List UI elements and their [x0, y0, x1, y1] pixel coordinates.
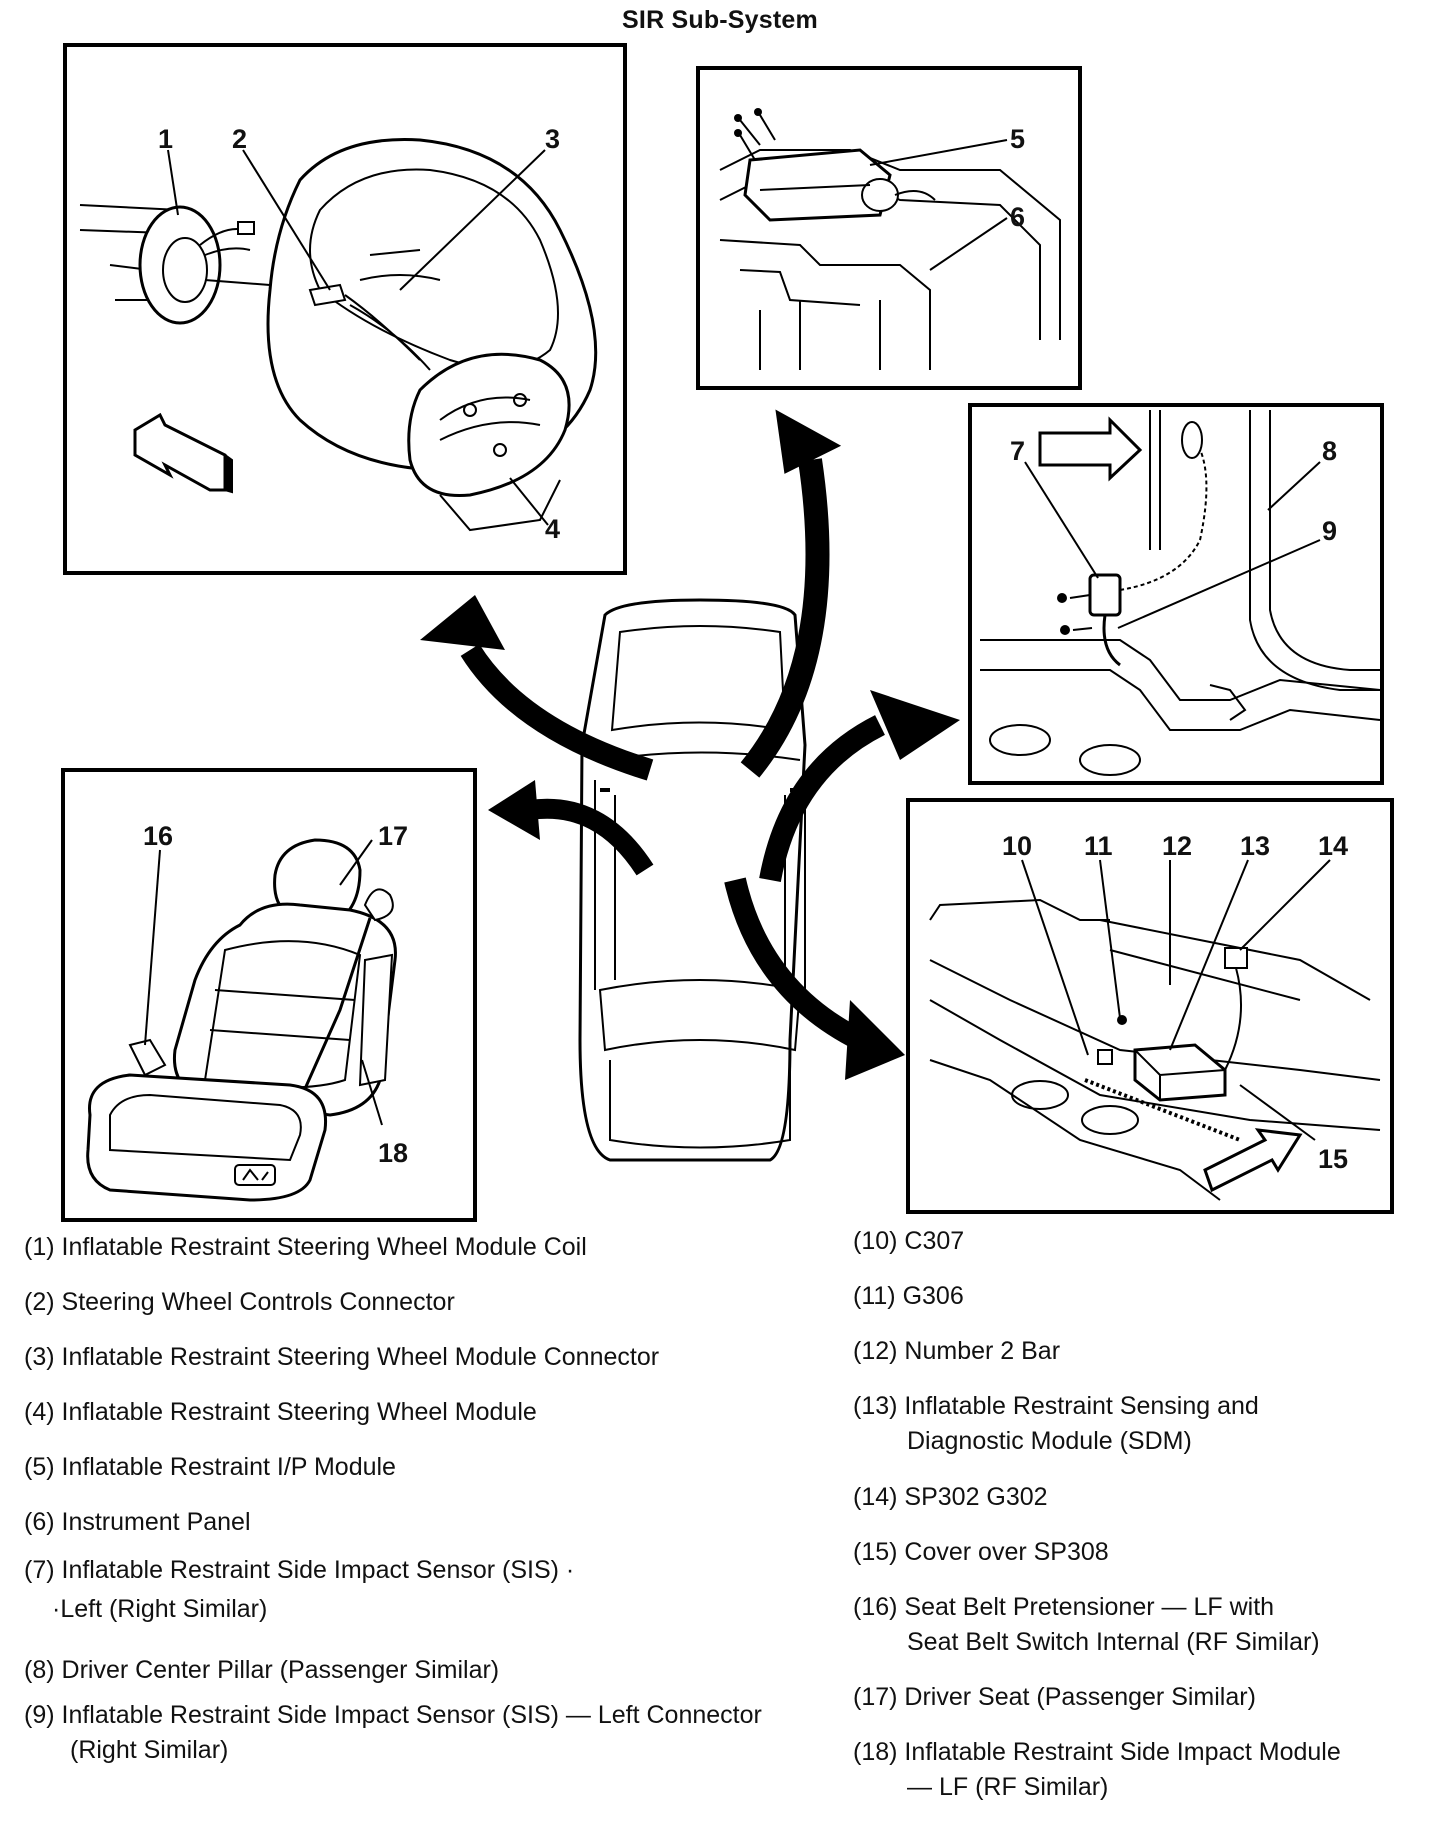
- callout-2: 2: [232, 124, 247, 154]
- legend-text: Instrument Panel: [61, 1508, 251, 1536]
- legend-number: (13): [853, 1392, 898, 1420]
- legend-item-3: (3) Inflatable Restraint Steering Wheel …: [24, 1340, 659, 1375]
- sdm-drawing: [1084, 947, 1248, 1142]
- legend-number: (16): [853, 1593, 898, 1621]
- panel-instrument-panel: 5 6: [696, 66, 1082, 390]
- legend-text: Inflatable Restraint Steering Wheel Modu…: [61, 1398, 537, 1426]
- callout-11: 11: [1084, 831, 1113, 861]
- callout-10: 10: [1002, 831, 1032, 861]
- vehicle-outline: [578, 598, 807, 1162]
- front-direction-arrow: [1038, 416, 1143, 482]
- panel-steering-wheel: 1 2 3 4: [63, 43, 627, 575]
- legend-item-10: (10) C307: [853, 1224, 964, 1259]
- diagram-title: SIR Sub-System: [622, 6, 818, 34]
- callout-13: 13: [1240, 831, 1270, 861]
- legend-item-4: (4) Inflatable Restraint Steering Wheel …: [24, 1395, 537, 1430]
- legend-item-15: (15) Cover over SP308: [853, 1535, 1109, 1570]
- legend-item-13: (13) Inflatable Restraint Sensing and Di…: [853, 1389, 1259, 1459]
- callout-6: 6: [1010, 202, 1025, 232]
- legend-text: G306: [902, 1282, 964, 1310]
- legend-text: Driver Seat (Passenger Similar): [904, 1683, 1256, 1711]
- callout-12: 12: [1162, 831, 1192, 861]
- legend-text: Inflatable Restraint Side Impact Sensor …: [61, 1556, 575, 1584]
- callout-17: 17: [378, 821, 408, 851]
- legend-item-16: (16) Seat Belt Pretensioner — LF with Se…: [853, 1590, 1320, 1660]
- panel-sdm-floor: 10 11 12 13 14 15: [906, 798, 1394, 1214]
- legend-number: (9): [24, 1701, 55, 1729]
- legend-number: (4): [24, 1398, 55, 1426]
- legend-number: (17): [853, 1683, 898, 1711]
- callout-16: 16: [143, 821, 173, 851]
- callout-9: 9: [1322, 516, 1337, 546]
- legend-item-9: (9) Inflatable Restraint Side Impact Sen…: [24, 1698, 762, 1768]
- legend-text: Inflatable Restraint Steering Wheel Modu…: [61, 1343, 660, 1371]
- legend-number: (5): [24, 1453, 55, 1481]
- callout-5: 5: [1010, 124, 1025, 154]
- callout-4: 4: [545, 514, 560, 544]
- legend-text: Inflatable Restraint Side Impact Sensor …: [61, 1701, 762, 1729]
- legend-item-18: (18) Inflatable Restraint Side Impact Mo…: [853, 1735, 1341, 1805]
- legend-number: (2): [24, 1288, 55, 1316]
- legend-text: Inflatable Restraint Side Impact Module: [904, 1738, 1341, 1766]
- legend-item-7: (7) Inflatable Restraint Side Impact Sen…: [24, 1553, 574, 1627]
- legend-text: Driver Center Pillar (Passenger Similar): [61, 1656, 500, 1684]
- driver-seat-drawing: [86, 838, 397, 1202]
- legend-item-1: (1) Inflatable Restraint Steering Wheel …: [24, 1230, 587, 1265]
- legend-number: (1): [24, 1233, 55, 1261]
- legend-item-14: (14) SP302 G302: [853, 1480, 1048, 1515]
- legend-text-continued: — LF (RF Similar): [907, 1773, 1109, 1801]
- legend-number: (11): [853, 1282, 896, 1310]
- callout-15: 15: [1318, 1144, 1348, 1174]
- legend-number: (3): [24, 1343, 55, 1371]
- legend-text: SP302 G302: [904, 1483, 1048, 1511]
- legend-number: (18): [853, 1738, 898, 1766]
- legend-text: Steering Wheel Controls Connector: [61, 1288, 455, 1316]
- legend-text: Number 2 Bar: [904, 1337, 1061, 1365]
- callout-18: 18: [378, 1138, 408, 1168]
- legend-text-continued: Seat Belt Switch Internal (RF Similar): [907, 1628, 1320, 1656]
- legend-item-11: (11) G306: [853, 1279, 964, 1314]
- front-direction-arrow: [1203, 1128, 1303, 1193]
- legend-text: C307: [904, 1227, 965, 1255]
- legend-number: (8): [24, 1656, 55, 1684]
- legend-number: (15): [853, 1538, 898, 1566]
- legend-number: (14): [853, 1483, 898, 1511]
- side-impact-sensor-drawing: [1088, 421, 1208, 667]
- legend-text-continued: (Right Similar): [70, 1736, 229, 1764]
- legend-item-17: (17) Driver Seat (Passenger Similar): [853, 1680, 1256, 1715]
- legend-number: (6): [24, 1508, 55, 1536]
- legend-text: Inflatable Restraint Sensing and: [904, 1392, 1259, 1420]
- legend-text: Seat Belt Pretensioner — LF with: [904, 1593, 1275, 1621]
- front-direction-arrow: [133, 412, 227, 492]
- callout-8: 8: [1322, 436, 1337, 466]
- legend-number: (10): [853, 1227, 898, 1255]
- legend-text: Inflatable Restraint Steering Wheel Modu…: [61, 1233, 587, 1261]
- callout-7: 7: [1010, 436, 1025, 466]
- steering-wheel-drawing: [266, 138, 598, 532]
- legend-item-8: (8) Driver Center Pillar (Passenger Simi…: [24, 1653, 499, 1688]
- legend-number: (12): [853, 1337, 898, 1365]
- panel-center-pillar: 7 8 9: [968, 403, 1384, 785]
- module-coil-drawing: [138, 205, 271, 325]
- legend-text: Cover over SP308: [904, 1538, 1109, 1566]
- legend-text: Inflatable Restraint I/P Module: [61, 1453, 396, 1481]
- callout-3: 3: [545, 124, 560, 154]
- panel-seat: 16 17 18: [61, 768, 477, 1222]
- legend-number: (7): [24, 1556, 55, 1584]
- legend-text-continued: Diagnostic Module (SDM): [907, 1427, 1192, 1455]
- legend-item-6: (6) Instrument Panel: [24, 1505, 251, 1540]
- pointer-arrows: [420, 409, 960, 1080]
- legend-item-5: (5) Inflatable Restraint I/P Module: [24, 1450, 396, 1485]
- ip-module-drawing: [743, 148, 936, 222]
- legend-item-12: (12) Number 2 Bar: [853, 1334, 1060, 1369]
- callout-14: 14: [1318, 831, 1348, 861]
- legend-text-continued: ·Left (Right Similar): [52, 1595, 268, 1623]
- legend-item-2: (2) Steering Wheel Controls Connector: [24, 1285, 455, 1320]
- callout-1: 1: [158, 124, 173, 154]
